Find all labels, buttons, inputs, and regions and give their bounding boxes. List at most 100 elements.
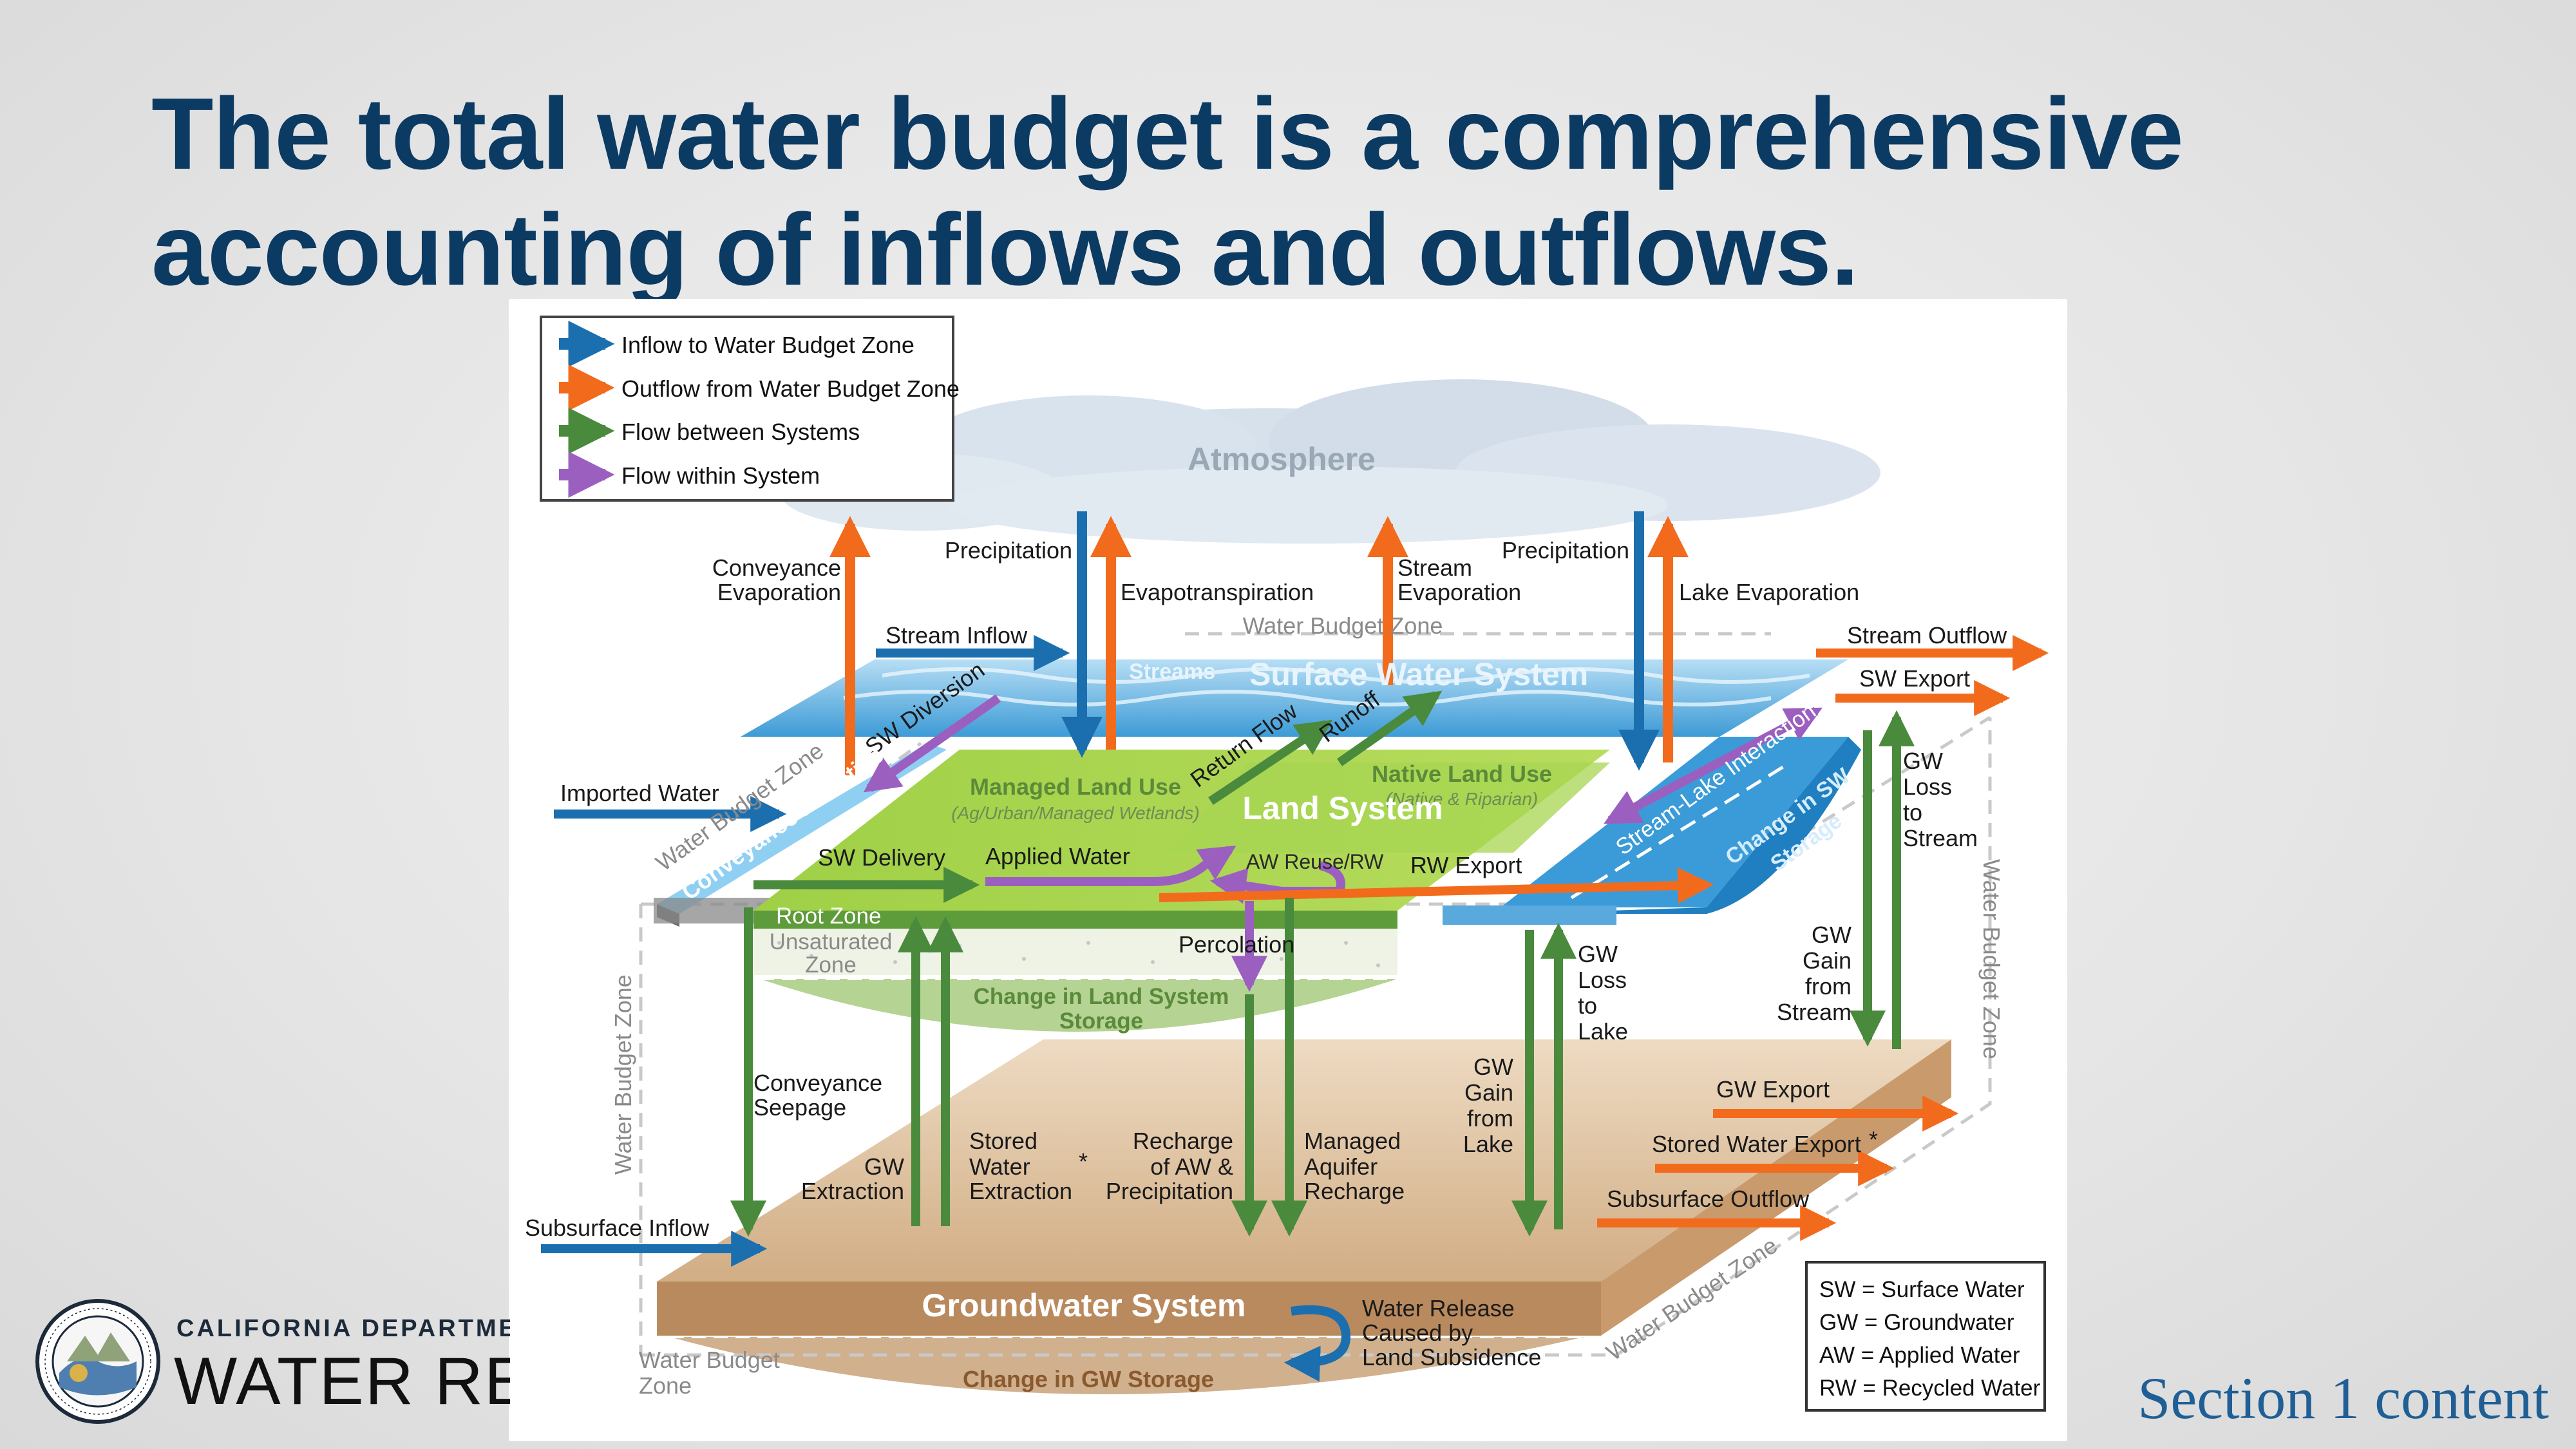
gw-gain-lake-4: Lake [1463,1131,1513,1157]
imported-water-label: Imported Water [560,780,719,806]
recharge-1: Recharge [1133,1128,1233,1154]
stored-water-extraction-3: Extraction [969,1178,1072,1204]
stream-evaporation-label-1: Stream [1397,554,1472,581]
lake-evaporation-label: Lake Evaporation [1679,579,1859,605]
change-land-storage-2: Storage [1059,1009,1143,1034]
legend-within-label: Flow within System [621,462,820,489]
unsaturated-label-2: Zone [805,952,857,978]
aw-reuse-label: AW Reuse/RW [1246,850,1384,873]
wbz-bottom-label-2: Zone [639,1372,692,1399]
dwr-name-text: WATER RES [174,1344,510,1419]
slide-title-line2: accounting of inflows and outflows. [151,193,1859,307]
legend: Inflow to Water Budget Zone Outflow from… [540,316,960,502]
gw-gain-lake-2: Gain [1464,1079,1513,1106]
stream-lake-interaction-arrow [1604,706,1823,825]
managed-aquifer-recharge-1: Managed [1304,1128,1401,1154]
percolation-label: Percolation [1179,931,1294,958]
stored-water-extraction-2: Water [969,1153,1030,1180]
gw-loss-stream-4: Stream [1903,825,1978,851]
runoff-arrow [1336,690,1443,766]
precipitation-left-label: Precipitation [945,537,1072,564]
stored-water-extraction-1: Stored [969,1128,1037,1154]
water-release-1: Water Release [1362,1295,1515,1321]
gw-loss-lake-2: Loss [1578,967,1627,993]
gw-gain-stream-3: from [1805,973,1852,999]
stored-water-export-label: Stored Water Export [1652,1131,1861,1157]
stream-outflow-label: Stream Outflow [1847,622,2007,649]
sw-export-label: SW Export [1859,665,1970,692]
change-gw-storage-label: Change in GW Storage [963,1366,1214,1392]
evapotranspiration-label: Evapotranspiration [1121,579,1314,605]
wbz-bottom-label-1: Water Budget [639,1347,780,1373]
return-flow-arrow [1208,719,1333,805]
gw-storage-lens [670,1337,1584,1394]
stream-inflow-label: Stream Inflow [886,622,1028,649]
gw-loss-stream-3: to [1903,799,1922,826]
gw-loss-lake-4: Lake [1578,1018,1628,1045]
native-land-use-sub: (Native & Riparian) [1386,789,1539,809]
change-land-storage-1: Change in Land System [974,984,1229,1009]
gw-gain-stream-2: Gain [1803,947,1852,974]
gw-gain-lake-3: from [1467,1105,1513,1132]
managed-aquifer-recharge-2: Aquifer [1304,1153,1378,1180]
conveyance-seepage-1: Conveyance [753,1070,882,1096]
dwr-logo: CALIFORNIA DEPARTMEN WATER RES [33,1297,510,1426]
subsurface-inflow-label: Subsurface Inflow [525,1215,710,1241]
water-release-arrow [1283,1305,1351,1382]
water-budget-diagram: Atmosphere Inflow to [509,299,2067,1441]
recharge-2: of AW & [1150,1153,1233,1180]
conveyance-evaporation-label-1: Conveyance [712,554,841,581]
stored-export-asterisk: * [1869,1126,1878,1153]
managed-aquifer-recharge-3: Recharge [1304,1178,1405,1204]
applied-water-arrow [985,846,1236,886]
dwr-department-text: CALIFORNIA DEPARTMEN [176,1315,510,1342]
gw-gain-lake-1: GW [1473,1054,1513,1080]
abbrev-aw: AW = Applied Water [1819,1343,2020,1368]
managed-land-use-label: Managed Land Use [970,773,1181,800]
unsaturated-label-1: Unsaturated [770,929,893,954]
gw-loss-lake-1: GW [1578,941,1618,967]
conveyance-seepage-2: Seepage [753,1094,846,1121]
applied-water-label: Applied Water [985,843,1130,869]
stream-evaporation-label-2: Evaporation [1397,579,1521,605]
gw-extraction-2: Extraction [801,1178,904,1204]
gw-extraction-1: GW [864,1153,904,1180]
root-zone-label: Root Zone [776,904,881,929]
native-land-use-label: Native Land Use [1372,761,1552,787]
stream-waves [882,667,1810,684]
gw-gain-stream-4: Stream [1777,999,1852,1025]
lakes-side [1513,737,1861,914]
legend-inflow-label: Inflow to Water Budget Zone [621,332,914,358]
rw-export-arrow [1159,867,1714,904]
lakes-front-strip [1443,905,1616,925]
section-label: Section 1 content [2137,1365,2549,1431]
slide-title-line1: The total water budget is a comprehensiv… [151,77,2184,191]
groundwater-system-label: Groundwater System [922,1287,1246,1323]
rw-export-label: RW Export [1410,852,1522,878]
gw-loss-stream-2: Loss [1903,773,1952,800]
abbrev-sw: SW = Surface Water [1819,1277,2025,1302]
abbreviation-box: SW = Surface Water GW = Groundwater AW =… [1805,1261,2046,1412]
atmosphere-cloud [779,379,1880,544]
managed-land-use-sub: (Ag/Urban/Managed Wetlands) [951,803,1199,823]
precipitation-right-label: Precipitation [1502,537,1629,564]
groundwater-slab-front [657,1282,1601,1336]
surface-water-system-label: Surface Water System [1249,656,1588,692]
stored-extraction-asterisk: * [1079,1148,1088,1175]
atmosphere-label: Atmosphere [1188,441,1376,477]
gw-export-label: GW Export [1716,1076,1830,1103]
abbrev-gw: GW = Groundwater [1819,1310,2014,1335]
recharge-3: Precipitation [1106,1178,1233,1204]
land-system-label: Land System [1242,790,1443,826]
native-land-area [1166,762,1610,853]
wbz-top-label: Water Budget Zone [1243,612,1443,639]
sw-diversion-arrow [863,694,1001,793]
water-release-3: Land Subsidence [1362,1344,1541,1370]
slide-title: The total water budget is a comprehensiv… [151,76,2277,308]
streams-label: Streams [1129,659,1215,684]
gw-gain-stream-1: GW [1812,922,1852,948]
water-budget-svg: Atmosphere Inflow to [525,316,2049,1412]
wbz-right-vert-label: Water Budget Zone [1978,859,2005,1059]
legend-outflow-label: Outflow from Water Budget Zone [621,375,960,402]
water-release-2: Caused by [1362,1320,1473,1346]
